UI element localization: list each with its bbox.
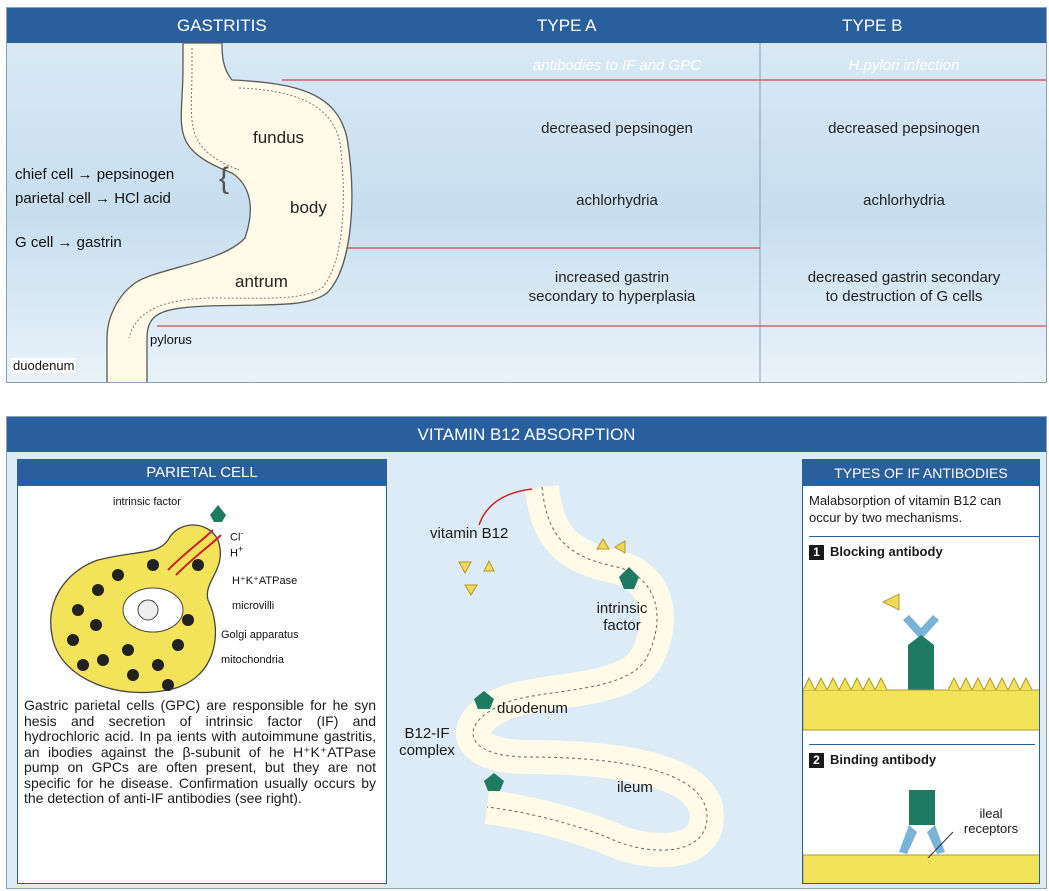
if-antibodies-intro: Malabsorption of vitamin B12 can occur b… xyxy=(809,493,1002,525)
pc-cl-label: Cl- xyxy=(230,528,244,544)
if-antibodies-title: TYPES OF IF ANTIBODIES xyxy=(803,460,1039,486)
type-b-gastrin-1: decreased gastrin secondary xyxy=(807,269,1001,286)
h-text: H xyxy=(230,547,238,560)
absorption-panel: VITAMIN B12 ABSORPTION PARIETAL CELL int… xyxy=(6,416,1047,889)
gut-duodenum-label: duodenum xyxy=(497,700,568,717)
blocking-number: 1 xyxy=(809,545,824,560)
type-b-cause: H.pylori infection xyxy=(848,57,960,74)
vitamin-b12-label: vitamin B12 xyxy=(430,525,509,542)
pc-h-label: H+ xyxy=(230,544,244,560)
pc-golgi-label: Golgi apparatus xyxy=(221,629,299,641)
body-label: body xyxy=(290,198,327,217)
pc-intrinsic-factor-label: intrinsic factor xyxy=(113,496,181,508)
type-a-header: TYPE A xyxy=(537,16,597,35)
type-a-pepsinogen: decreased pepsinogen xyxy=(541,120,693,137)
type-b-acid: achlorhydria xyxy=(863,192,945,209)
parietal-cell-illustration xyxy=(50,505,226,694)
type-a-gastrin-2: secondary to hyperplasia xyxy=(528,288,696,305)
gastritis-gridlines xyxy=(106,42,1046,382)
if-divider-1 xyxy=(809,536,1039,537)
type-b-pepsinogen: decreased pepsinogen xyxy=(828,120,980,137)
complex-label: B12-IF complex xyxy=(392,725,462,759)
parietal-cell-title: PARIETAL CELL xyxy=(18,460,386,486)
gut-intrinsic-factor-label: intrinsic factor xyxy=(592,600,652,634)
type-a-acid: achlorhydria xyxy=(576,192,658,209)
ileal-line2: receptors xyxy=(963,821,1019,836)
gastritis-title: GASTRITIS xyxy=(177,16,267,35)
stomach-illustration xyxy=(106,42,353,382)
if-antibodies-box: TYPES OF IF ANTIBODIES Malabsorption of … xyxy=(802,459,1040,884)
antrum-label: antrum xyxy=(235,272,288,291)
g-cell-label: G cell → gastrin xyxy=(15,234,122,251)
cell-brace: { xyxy=(219,162,230,195)
type-b-header: TYPE B xyxy=(842,16,903,35)
ileal-line1: ileal xyxy=(979,806,1003,821)
pc-mitochondria-label: mitochondria xyxy=(221,654,284,666)
gut-if-line2: factor xyxy=(603,617,641,634)
parietal-cell-box: PARIETAL CELL intrinsic factor Cl- H+ H⁺… xyxy=(17,459,387,884)
type-a-cause: antibodies to IF and GPC xyxy=(532,57,702,74)
fundus-label: fundus xyxy=(253,128,305,147)
blocking-label: Blocking antibody xyxy=(830,544,943,559)
complex-line1: B12-IF xyxy=(404,725,450,742)
gastritis-header-bar: GASTRITIS TYPE A TYPE B xyxy=(7,8,1046,43)
blocking-heading: 1 Blocking antibody xyxy=(809,544,943,560)
binding-label: Binding antibody xyxy=(830,752,937,767)
pylorus-label: pylorus xyxy=(150,332,192,347)
complex-line2: complex xyxy=(399,742,455,759)
ileum-label: ileum xyxy=(617,779,653,796)
gut-illustration xyxy=(456,484,725,868)
absorption-title: VITAMIN B12 ABSORPTION xyxy=(417,425,636,444)
binding-number: 2 xyxy=(809,753,824,768)
gut-if-line1: intrinsic xyxy=(596,600,648,617)
cl-text: Cl xyxy=(230,531,241,544)
chief-cell-label: chief cell → pepsinogen xyxy=(15,166,175,183)
mitochondria-dots xyxy=(67,559,204,691)
if-antibodies-illustration xyxy=(803,593,1039,883)
type-b-gastrin-2: to destruction of G cells xyxy=(825,288,983,305)
gastritis-panel: GASTRITIS TYPE A TYPE B fundus body antr… xyxy=(6,7,1047,383)
duodenum-label: duodenum xyxy=(11,358,77,373)
pc-atpase-label: H⁺K⁺ATPase xyxy=(232,575,298,587)
type-a-gastrin-1: increased gastrin xyxy=(554,269,670,286)
binding-heading: 2 Binding antibody xyxy=(809,752,936,768)
pc-microvilli-label: microvilli xyxy=(232,600,275,612)
parietal-cell-description: Gastric parietal cells (GPC) are respons… xyxy=(24,697,376,806)
parietal-cell-label: parietal cell → HCl acid xyxy=(15,190,171,207)
absorption-header-bar: VITAMIN B12 ABSORPTION xyxy=(7,417,1046,452)
ileal-receptors-label: ileal receptors xyxy=(951,806,1031,836)
